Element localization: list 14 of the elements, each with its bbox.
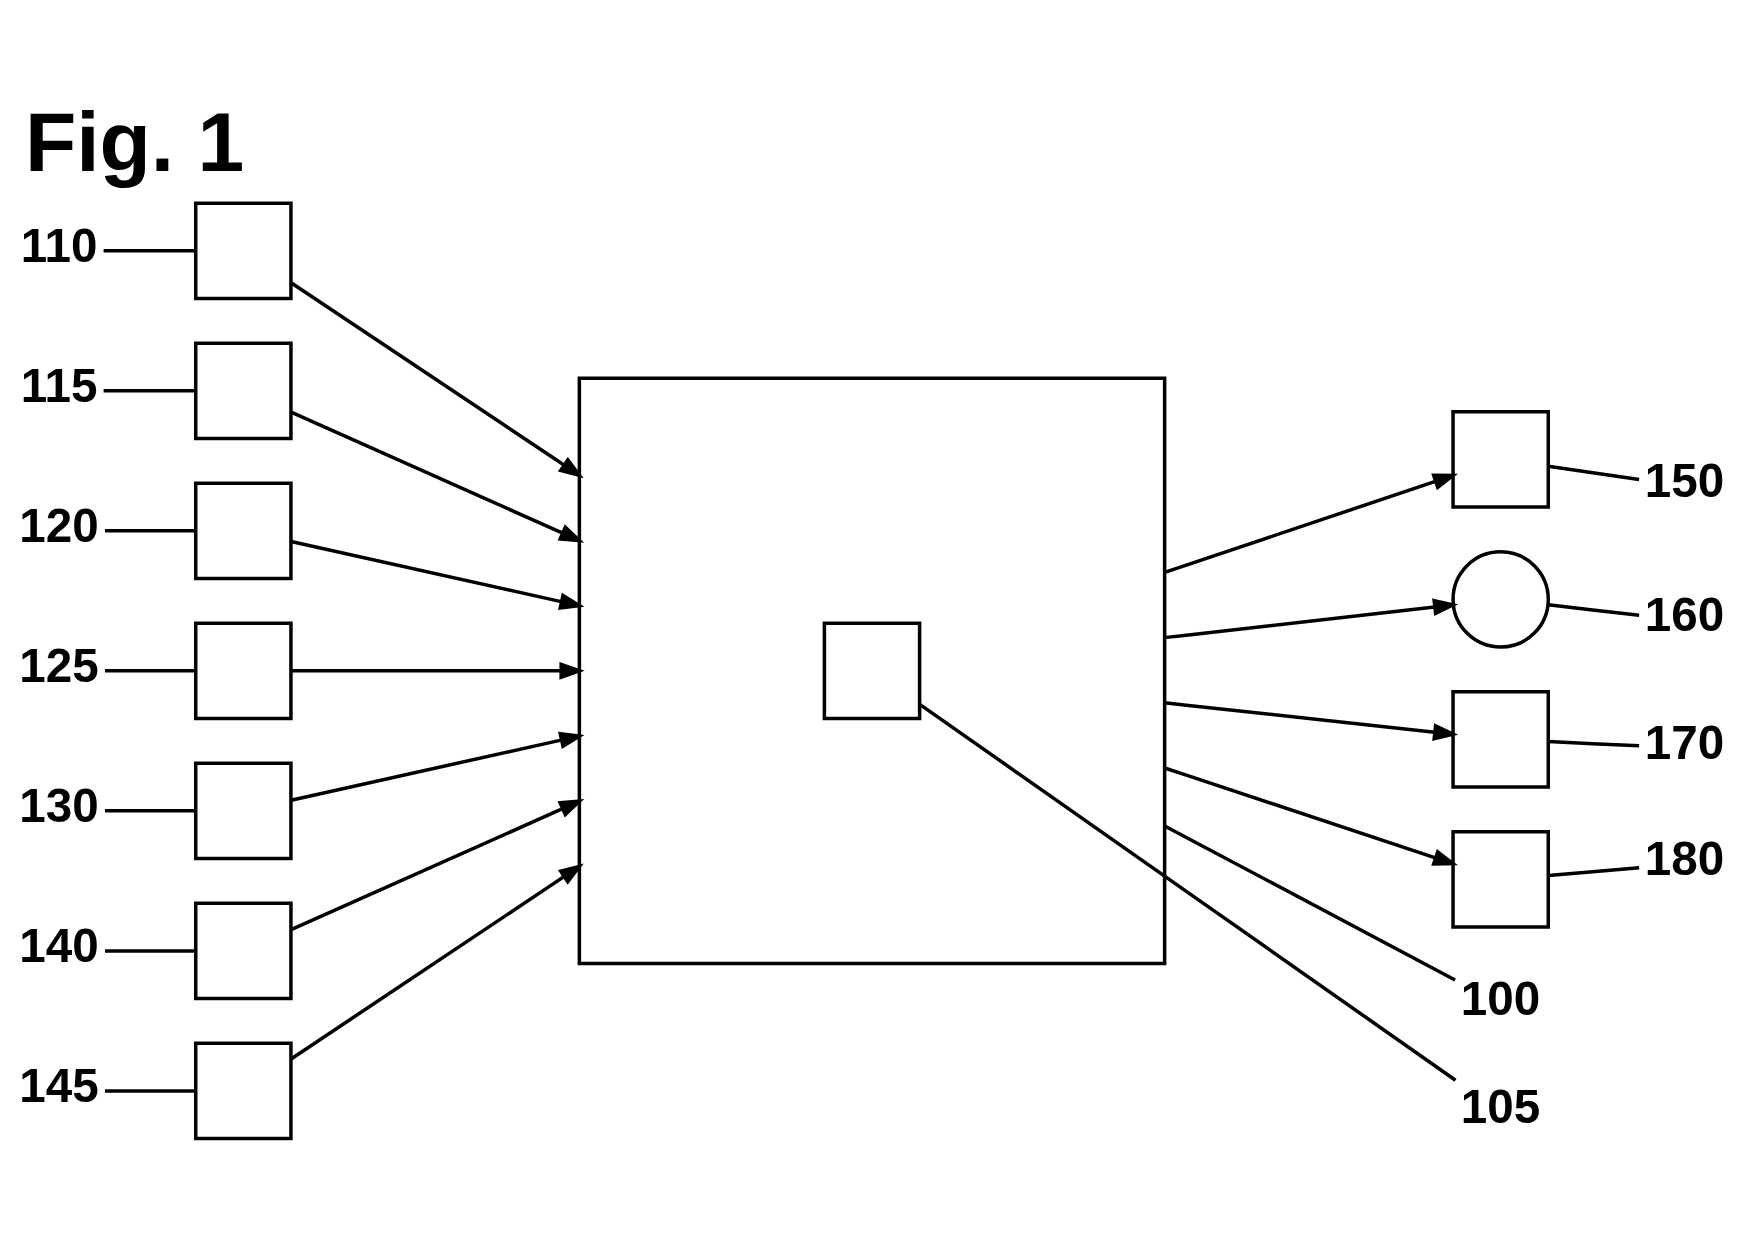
node-text: 170 bbox=[1644, 715, 1725, 769]
node-text: 110 bbox=[20, 218, 98, 272]
node-text: 160 bbox=[1644, 588, 1725, 642]
node-text: 120 bbox=[19, 498, 99, 552]
node-text: 180 bbox=[1644, 831, 1725, 885]
node-text: 105 bbox=[1460, 1079, 1541, 1133]
node-text: 115 bbox=[20, 358, 98, 412]
node-text: 130 bbox=[19, 778, 99, 832]
diagram-title: Fig. 1 bbox=[24, 95, 245, 190]
node-text: 145 bbox=[19, 1058, 99, 1112]
node-text: 150 bbox=[1644, 453, 1725, 507]
node-text: 100 bbox=[1460, 971, 1541, 1025]
node-text: 125 bbox=[19, 638, 99, 692]
node-text: 140 bbox=[19, 918, 99, 972]
